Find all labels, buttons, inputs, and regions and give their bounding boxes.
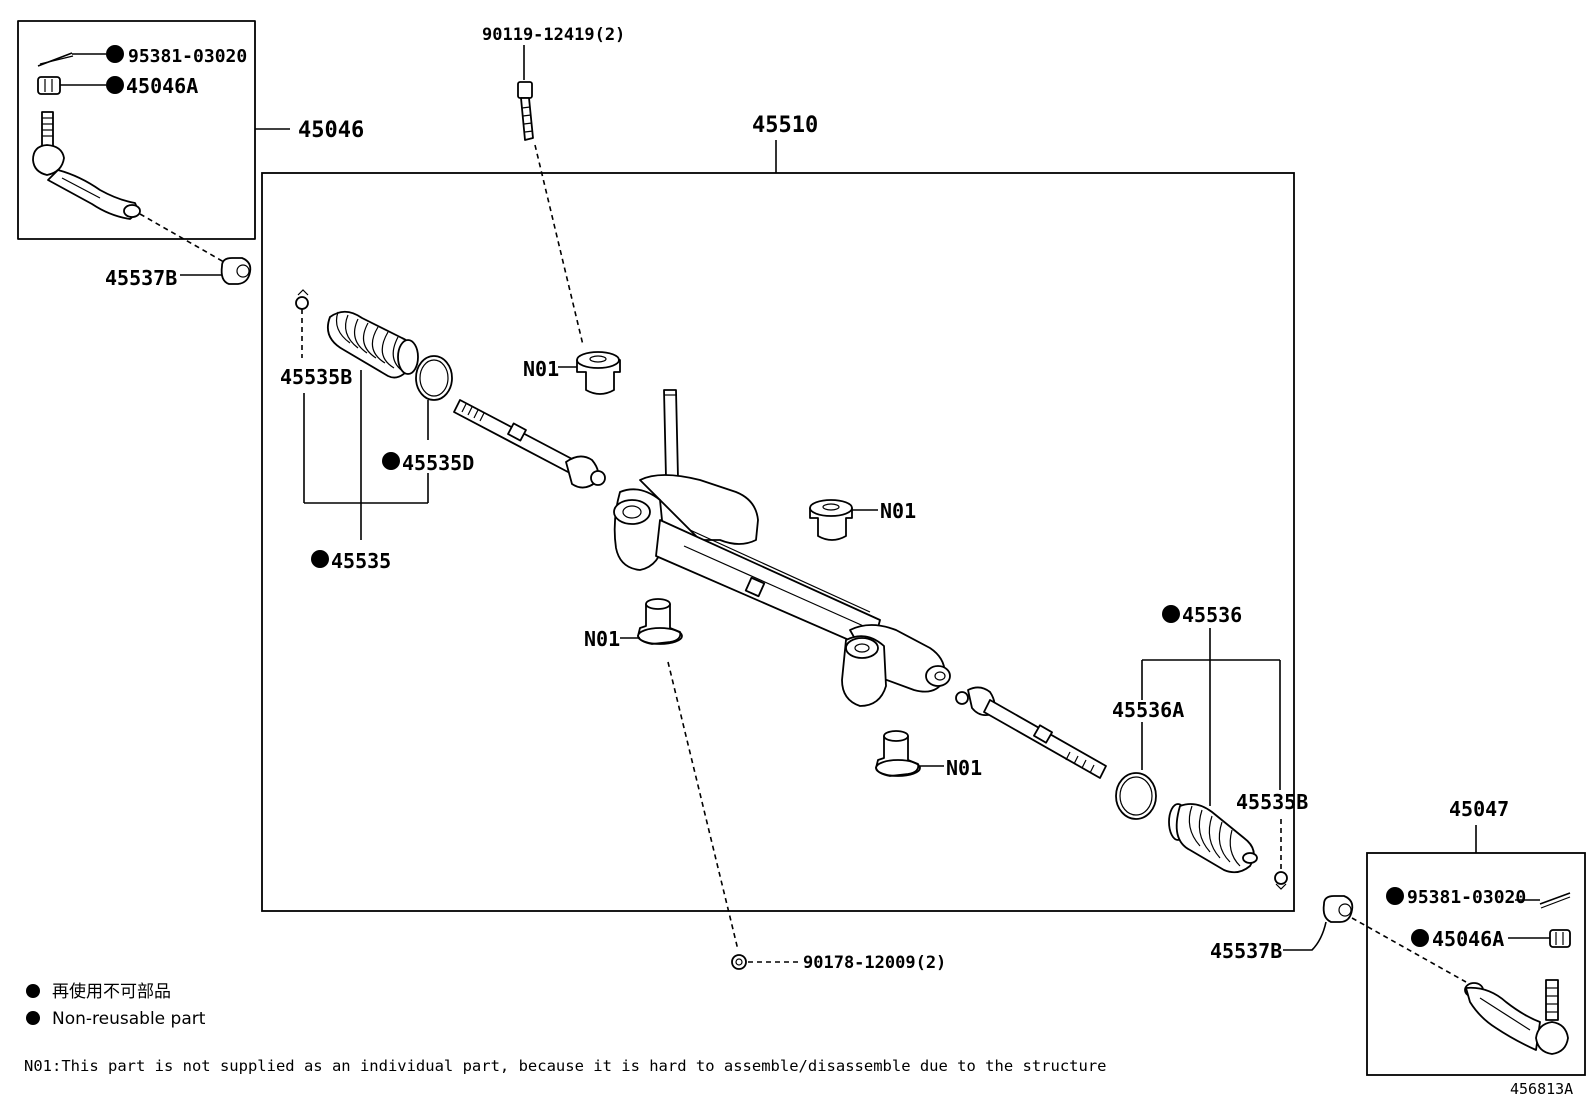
bushing-n01-left-icon: [620, 598, 683, 645]
tie-rod-left-icon: [453, 399, 606, 489]
bracket-right: [1141, 605, 1281, 806]
label-n01-left: N01: [584, 627, 620, 651]
tie-rod-end-right-icon: [1464, 979, 1569, 1055]
filled-circle-icon: [26, 1011, 40, 1025]
label-95381-tl: 95381-03020: [128, 46, 247, 67]
label-90119: 90119-12419(2): [482, 25, 625, 45]
bushing-n01-top-icon: [558, 351, 621, 395]
label-45537B-left: 45537B: [105, 266, 177, 290]
label-45536A: 45536A: [1112, 698, 1184, 722]
clamp-45535B-right-icon: [1274, 819, 1288, 890]
label-45537B-right: 45537B: [1210, 939, 1282, 963]
boot-45535-left-icon: [326, 310, 419, 379]
legend-non-reusable-jp: 再使用不可部品: [52, 981, 171, 1002]
legend-non-reusable-en: Non-reusable part: [52, 1009, 206, 1029]
label-45046: 45046: [298, 118, 364, 143]
castle-nut-right-icon: [1411, 929, 1571, 948]
ring-45536A-icon: [1115, 772, 1157, 820]
label-45046A-tl: 45046A: [126, 74, 198, 98]
label-45510: 45510: [752, 113, 818, 138]
label-45535: 45535: [331, 549, 391, 573]
bolt-90119-icon: [517, 45, 534, 141]
nut-45537B-left-icon: [180, 257, 252, 285]
tie-rod-right-icon: [955, 686, 1107, 779]
bracket-left: [303, 370, 429, 568]
tie-rod-end-left-icon: [32, 111, 141, 220]
label-n01-low: N01: [946, 756, 982, 780]
bushing-n01-mid-icon: [809, 499, 878, 541]
note-n01: N01:This part is not supplied as an indi…: [24, 1057, 1107, 1075]
ring-45535D-icon: [415, 355, 453, 401]
cotter-pin-icon: [37, 45, 124, 67]
figure-id: 456813A: [1510, 1080, 1573, 1098]
filled-circle-icon: [26, 984, 40, 998]
label-45535D: 45535D: [402, 451, 474, 475]
cotter-pin-right-icon: [1386, 887, 1571, 909]
label-n01-top: N01: [523, 357, 559, 381]
label-45536: 45536: [1182, 603, 1242, 627]
inset-box-45046: [17, 20, 290, 240]
label-45046A-br: 45046A: [1432, 927, 1504, 951]
nut-45537B-right-icon: [1283, 895, 1354, 951]
label-95381-br: 95381-03020: [1407, 887, 1526, 908]
label-n01-mid: N01: [880, 499, 916, 523]
main-box-45510: [261, 140, 1295, 912]
label-45047: 45047: [1449, 797, 1509, 821]
label-45535B-right: 45535B: [1236, 790, 1308, 814]
bushing-n01-low-icon: [875, 730, 944, 777]
nut-90178-icon: [731, 954, 798, 970]
castle-nut-icon: [37, 76, 124, 95]
boot-45536-right-icon: [1168, 803, 1258, 874]
label-45535B-left: 45535B: [280, 365, 352, 389]
rack-housing-icon: [613, 389, 951, 707]
clamp-45535B-left-icon: [295, 289, 309, 358]
label-90178: 90178-12009(2): [803, 953, 946, 973]
inset-box-45047: [1366, 825, 1586, 1076]
